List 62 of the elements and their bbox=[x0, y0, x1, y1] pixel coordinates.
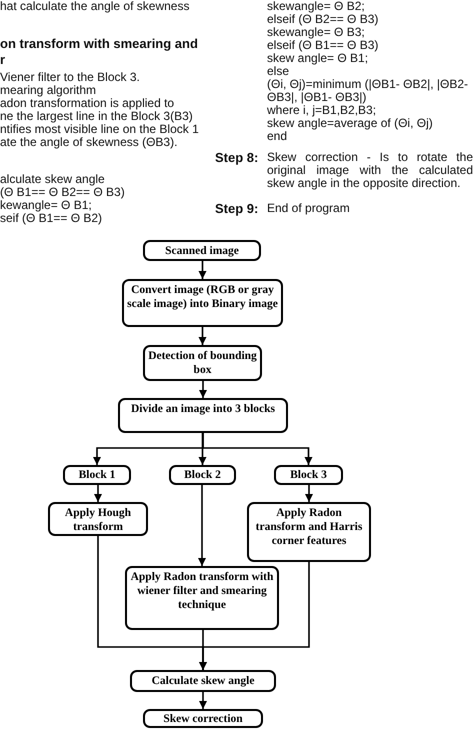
process-box bbox=[274, 465, 343, 485]
body-text: mearing algorithm bbox=[0, 84, 96, 97]
body-text: (Θ B1== Θ B2== Θ B3) bbox=[0, 186, 125, 199]
heading-text: r bbox=[0, 53, 6, 66]
body-text: skewangle= Θ B2; bbox=[267, 0, 365, 13]
process-box bbox=[247, 502, 371, 562]
box-label: Block 2 bbox=[184, 468, 221, 482]
box-label: Block 1 bbox=[78, 468, 116, 482]
box-label: Detection of bounding box bbox=[148, 349, 257, 377]
body-text: ntifies most visible line on the Block 1 bbox=[0, 123, 199, 136]
process-box bbox=[143, 709, 263, 728]
box-label: Calculate skew angle bbox=[152, 674, 254, 688]
box-label: Apply Radon transform and Harris corner features bbox=[254, 506, 364, 548]
process-box bbox=[169, 465, 236, 485]
body-text: hat calculate the angle of skewness bbox=[0, 0, 190, 13]
body-text: alculate skew angle bbox=[0, 173, 105, 186]
body-text: (Θi, Θj)=minimum (|ΘB1- ΘB2|, |ΘB2- bbox=[267, 78, 468, 91]
process-box bbox=[130, 670, 276, 692]
arrow bbox=[198, 433, 206, 465]
process-box bbox=[48, 502, 148, 536]
arrow bbox=[198, 261, 206, 279]
body-text: elseif (Θ B1== Θ B3) bbox=[267, 39, 378, 52]
body-text: End of program bbox=[267, 202, 350, 215]
process-box bbox=[122, 279, 283, 327]
arrow bbox=[198, 327, 206, 345]
body-text: elseif (Θ B2== Θ B3) bbox=[267, 13, 378, 26]
box-label: Skew correction bbox=[163, 712, 243, 726]
box-label: Apply Hough transform bbox=[64, 506, 132, 534]
box-label: Divide an image into 3 blocks bbox=[130, 402, 276, 416]
arrow bbox=[202, 433, 312, 465]
body-text: seif (Θ B1== Θ B2) bbox=[0, 212, 102, 225]
body-text: where i, j=B1,B2,B3; bbox=[267, 104, 376, 117]
box-label: Scanned image bbox=[165, 244, 239, 258]
body-text: ne the largest line in the Block 3(B3) bbox=[0, 110, 193, 123]
body-text: skew angle= Θ B1; bbox=[267, 52, 368, 65]
body-text: Skew correction - Is to rotate the original image with the calculated skew angle in the opposite direction. bbox=[267, 151, 473, 190]
arrow bbox=[199, 381, 207, 398]
process-box bbox=[63, 465, 131, 485]
box-label: Apply Radon transform with wiener filter and smearing technique bbox=[130, 570, 274, 612]
body-text: ate the angle of skewness (ΘB3). bbox=[0, 136, 178, 149]
body-text: ΘB3|, |ΘB1- ΘB3|) bbox=[267, 91, 366, 104]
arrow bbox=[199, 692, 207, 709]
process-box bbox=[125, 566, 279, 630]
body-text: end bbox=[267, 130, 288, 143]
body-text: Viener filter to the Block 3. bbox=[0, 71, 140, 84]
process-box bbox=[118, 398, 288, 433]
arrow bbox=[305, 485, 313, 502]
heading-text: on transform with smearing and bbox=[0, 37, 198, 50]
heading-text: Step 9: bbox=[215, 202, 258, 215]
process-box bbox=[143, 345, 262, 381]
body-text: else bbox=[267, 65, 290, 78]
process-box bbox=[143, 240, 261, 261]
heading-text: Step 8: bbox=[215, 151, 258, 164]
body-text: kewangle= Θ B1; bbox=[0, 199, 92, 212]
body-text: skew angle=average of (Θi, Θj) bbox=[267, 117, 433, 130]
box-label: Block 3 bbox=[290, 468, 327, 482]
arrow bbox=[198, 485, 206, 566]
box-label: Convert image (RGB or gray scale image) into Binary image bbox=[127, 283, 278, 311]
body-text: adon transformation is applied to bbox=[0, 97, 174, 110]
arrow bbox=[94, 485, 102, 502]
arrow bbox=[199, 562, 310, 670]
body-text: skewangle= Θ B3; bbox=[267, 26, 365, 39]
